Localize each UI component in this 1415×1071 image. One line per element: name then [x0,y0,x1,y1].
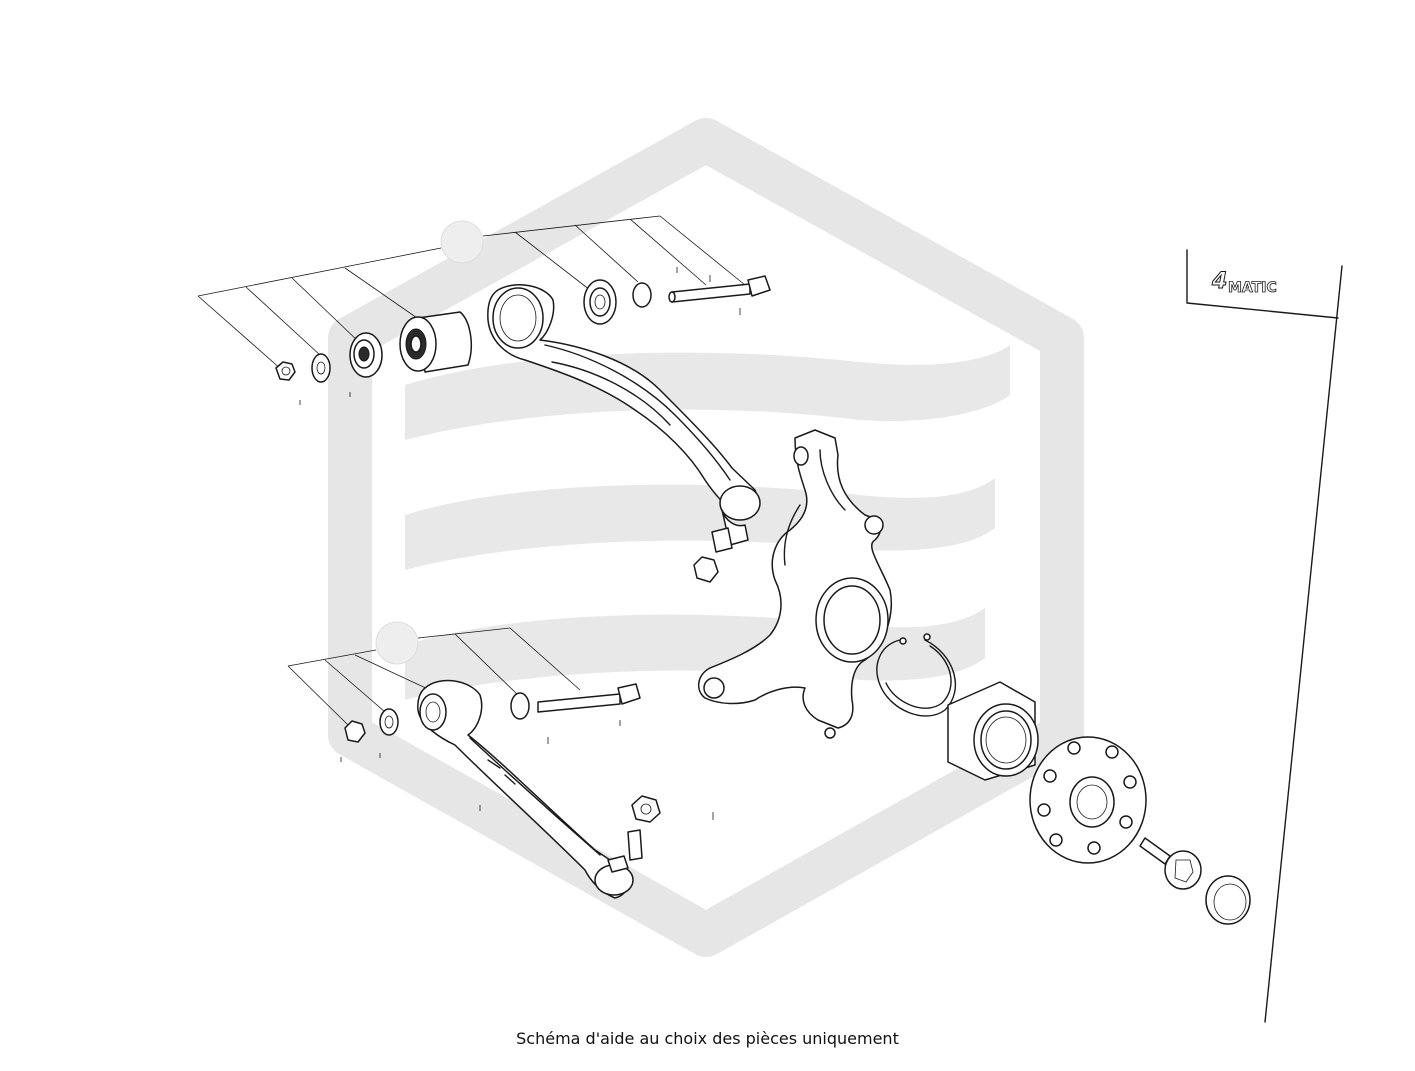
upper-callout-bubble [440,220,484,264]
badge-number: 4 [1211,269,1227,294]
upper-bushing-ring [349,332,383,378]
lower-nut [344,720,366,743]
upper-washer-pair [583,279,617,325]
upper-balljoint-nut [693,556,719,583]
steering-knuckle [698,429,892,739]
lower-balljoint-nut [631,795,661,823]
caption: Schéma d'aide au choix des pièces unique… [516,1029,899,1048]
upper-spacer [632,282,652,308]
dust-cap [1205,875,1251,925]
upper-nut [275,361,296,381]
hub-bolt [1139,837,1202,890]
4matic-badge: 4 MATIC [1186,249,1343,1023]
tick-marks [299,267,741,820]
upper-control-arm [487,284,761,553]
wheel-hub [1029,736,1147,864]
lower-callout-bubble [375,621,419,665]
lower-arm-callout [287,621,581,726]
upper-bolt [668,275,771,303]
badge-text: MATIC [1228,280,1277,296]
upper-arm-callout [197,215,746,371]
lower-bolt [537,683,641,713]
upper-washer [311,353,331,383]
circlip [876,633,956,717]
lower-washer [379,708,399,736]
lower-spacer [510,692,530,720]
lower-control-arm [417,679,643,899]
wheel-bearing [947,681,1039,781]
upper-bushing [399,311,472,373]
